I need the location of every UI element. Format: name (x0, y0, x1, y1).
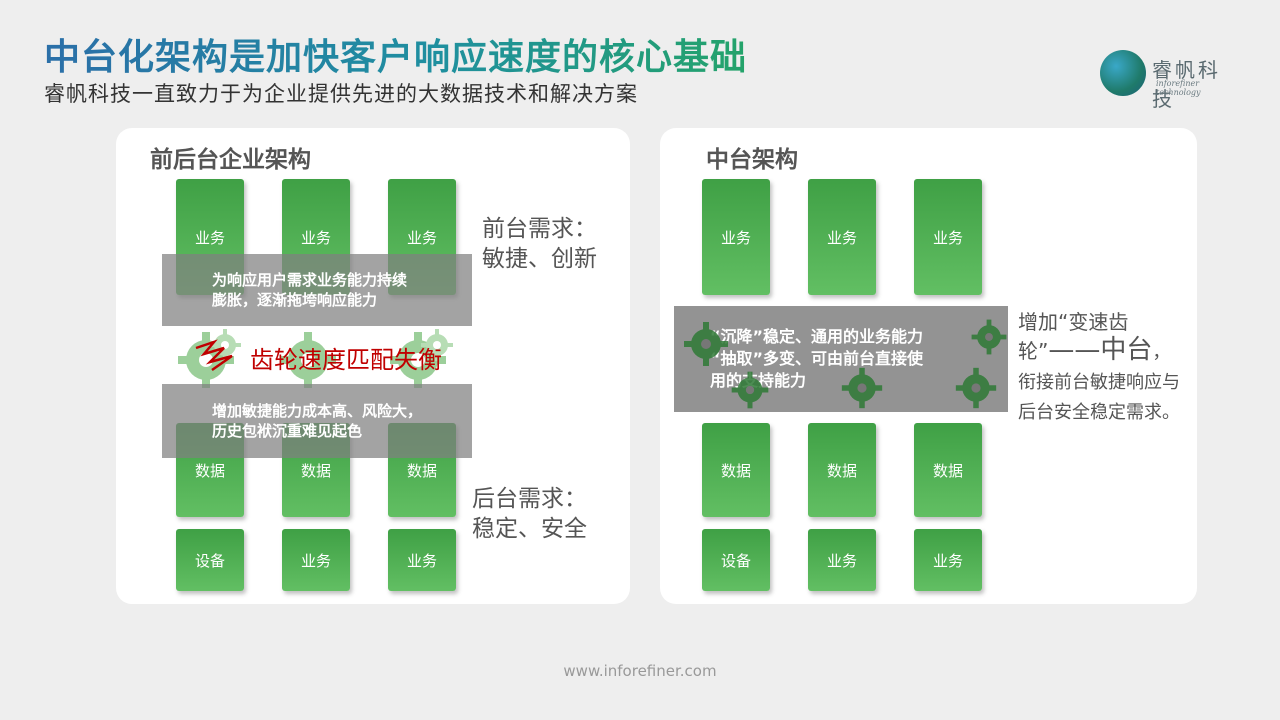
gear-icon (841, 367, 883, 409)
back-requirement-label: 后台需求： (472, 486, 587, 512)
right-data-box-2: 数据 (808, 423, 876, 517)
note-text: ，衔接前台敏捷响应与后台安全稳定需求。 (1018, 342, 1180, 423)
front-requirement-value: 敏捷、创新 (482, 246, 597, 272)
right-data-box-3: 数据 (914, 423, 982, 517)
band-text-line: 为响应用户需求业务能力持续 (212, 271, 408, 289)
right-business-box-2: 业务 (808, 179, 876, 295)
logo-name: 睿帆科技 (1152, 58, 1221, 111)
gear-icon (971, 319, 1007, 355)
footer-url: www.inforefiner.com (563, 662, 717, 680)
middle-platform-band: “沉降”稳定、通用的业务能力 “抽取”多变、可由前台直接使 用的支持能力 (674, 306, 1008, 412)
right-business-box-1: 业务 (702, 179, 770, 295)
gear-icon (955, 367, 997, 409)
left-panel-title: 前后台企业架构 (150, 147, 311, 173)
left-bottom-business-box-2: 业务 (388, 529, 456, 591)
back-requirement-value: 稳定、安全 (472, 516, 587, 542)
page-subtitle: 睿帆科技一直致力于为企业提供先进的大数据技术和解决方案 (44, 82, 638, 106)
page-title: 中台化架构是加快客户响应速度的核心基础 (44, 28, 747, 80)
logo-emblem-icon (1100, 50, 1146, 96)
gear-icon (684, 322, 728, 366)
back-requirement: 后台需求： 稳定、安全 (472, 484, 587, 544)
front-requirement-label: 前台需求： (482, 216, 597, 242)
band-text-line: “沉降”稳定、通用的业务能力 (710, 327, 924, 346)
front-requirement: 前台需求： 敏捷、创新 (482, 214, 597, 274)
band-text-line: 膨胀，逐渐拖垮响应能力 (212, 291, 378, 309)
band-text-line: 历史包袱沉重难见起色 (212, 422, 363, 440)
right-business-box-3: 业务 (914, 179, 982, 295)
note-text: 增加“变速齿轮” (1018, 310, 1129, 363)
left-bottom-band: 增加敏捷能力成本高、风险大， 历史包袱沉重难见起色 (162, 384, 472, 458)
left-bottom-business-box-1: 业务 (282, 529, 350, 591)
company-logo: 睿帆科技 inforefiner technology (1100, 48, 1240, 111)
right-device-box: 设备 (702, 529, 770, 591)
right-data-box-1: 数据 (702, 423, 770, 517)
band-text-line: “抽取”多变、可由前台直接使 (710, 349, 924, 368)
note-highlight: ——中台 (1048, 335, 1153, 365)
right-bottom-business-box-2: 业务 (914, 529, 982, 591)
gear-icon (731, 371, 769, 409)
gear-icon (421, 329, 453, 361)
lightning-icon (195, 339, 233, 372)
logo-tagline: inforefiner technology (1156, 79, 1201, 97)
right-bottom-business-box-1: 业务 (808, 529, 876, 591)
left-device-box: 设备 (176, 529, 244, 591)
gear-mismatch-warning: 齿轮速度匹配失衡 (250, 346, 442, 374)
band-text-line: 增加敏捷能力成本高、风险大， (212, 402, 423, 420)
right-panel-title: 中台架构 (706, 147, 798, 173)
gear-icon (280, 332, 336, 388)
left-top-band: 为响应用户需求业务能力持续膨胀，逐渐拖垮响应能力 (162, 254, 472, 326)
middle-platform-note: 增加“变速齿轮”——中台，衔接前台敏捷响应与后台安全稳定需求。 (1018, 308, 1188, 427)
